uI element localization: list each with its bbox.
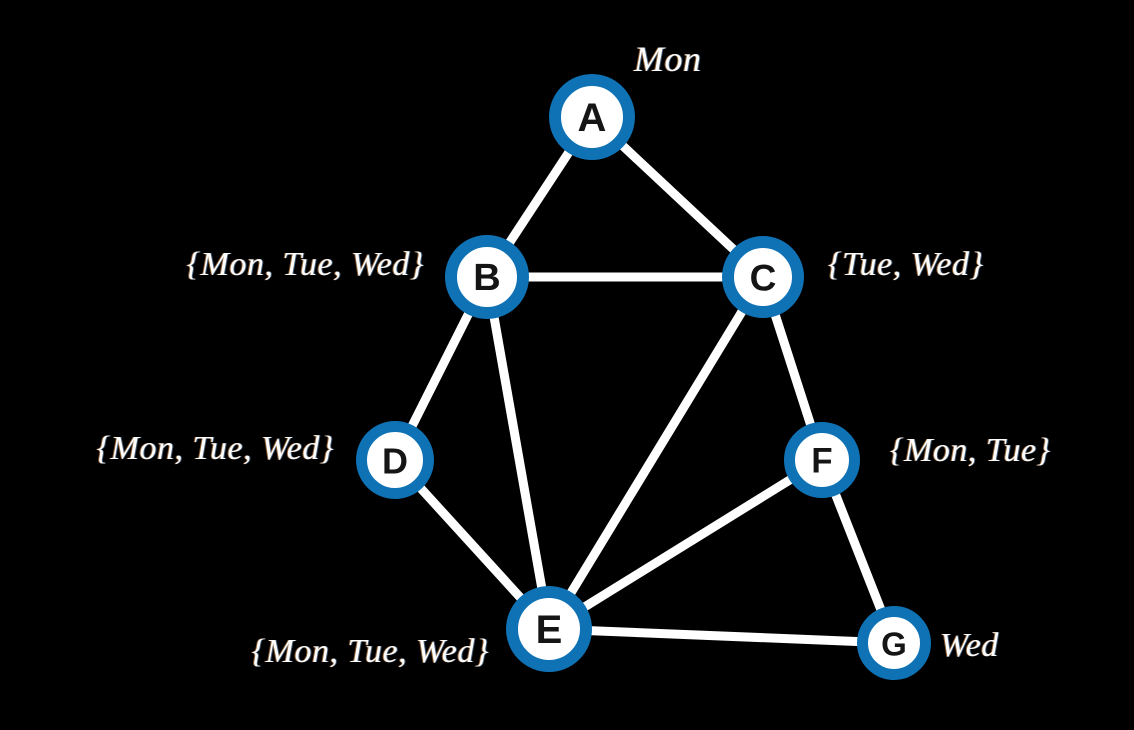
- node-circle-f: [784, 422, 860, 498]
- graph-node-e[interactable]: E: [506, 586, 592, 672]
- graph-node-b[interactable]: B: [445, 235, 529, 319]
- graph-node-f[interactable]: F: [784, 422, 860, 498]
- node-circle-g: [857, 606, 931, 680]
- node-label-e: E: [536, 608, 563, 652]
- node-circle-e: [506, 586, 592, 672]
- domain-label-c: {Tue, Wed}: [828, 246, 984, 283]
- domain-label-g: Wed: [940, 627, 999, 664]
- edge-c-e: [544, 272, 768, 634]
- domain-label-d: {Mon, Tue, Wed}: [96, 430, 334, 467]
- graph-node-d[interactable]: D: [356, 421, 434, 499]
- node-label-d: D: [382, 441, 408, 482]
- graph-node-c[interactable]: C: [722, 236, 804, 318]
- nodes-group: A B C D E F G: [356, 74, 931, 680]
- node-circle-b: [445, 235, 529, 319]
- domain-label-f: {Mon, Tue}: [890, 432, 1051, 469]
- node-label-a: A: [578, 96, 607, 140]
- edge-b-e: [482, 272, 554, 634]
- domain-label-e: {Mon, Tue, Wed}: [251, 633, 489, 670]
- edge-e-f: [544, 455, 827, 634]
- node-label-b: B: [473, 257, 500, 299]
- node-label-g: G: [881, 626, 907, 663]
- domain-label-a: Mon: [634, 39, 702, 79]
- node-label-f: F: [811, 442, 832, 481]
- graph-node-a[interactable]: A: [549, 74, 635, 160]
- node-circle-d: [356, 421, 434, 499]
- domain-label-b: {Mon, Tue, Wed}: [186, 246, 424, 283]
- node-label-c: C: [750, 258, 777, 299]
- node-circle-c: [722, 236, 804, 318]
- graph-node-g[interactable]: G: [857, 606, 931, 680]
- node-circle-a: [549, 74, 635, 160]
- edges-group: [390, 112, 899, 648]
- edge-e-g: [544, 624, 899, 648]
